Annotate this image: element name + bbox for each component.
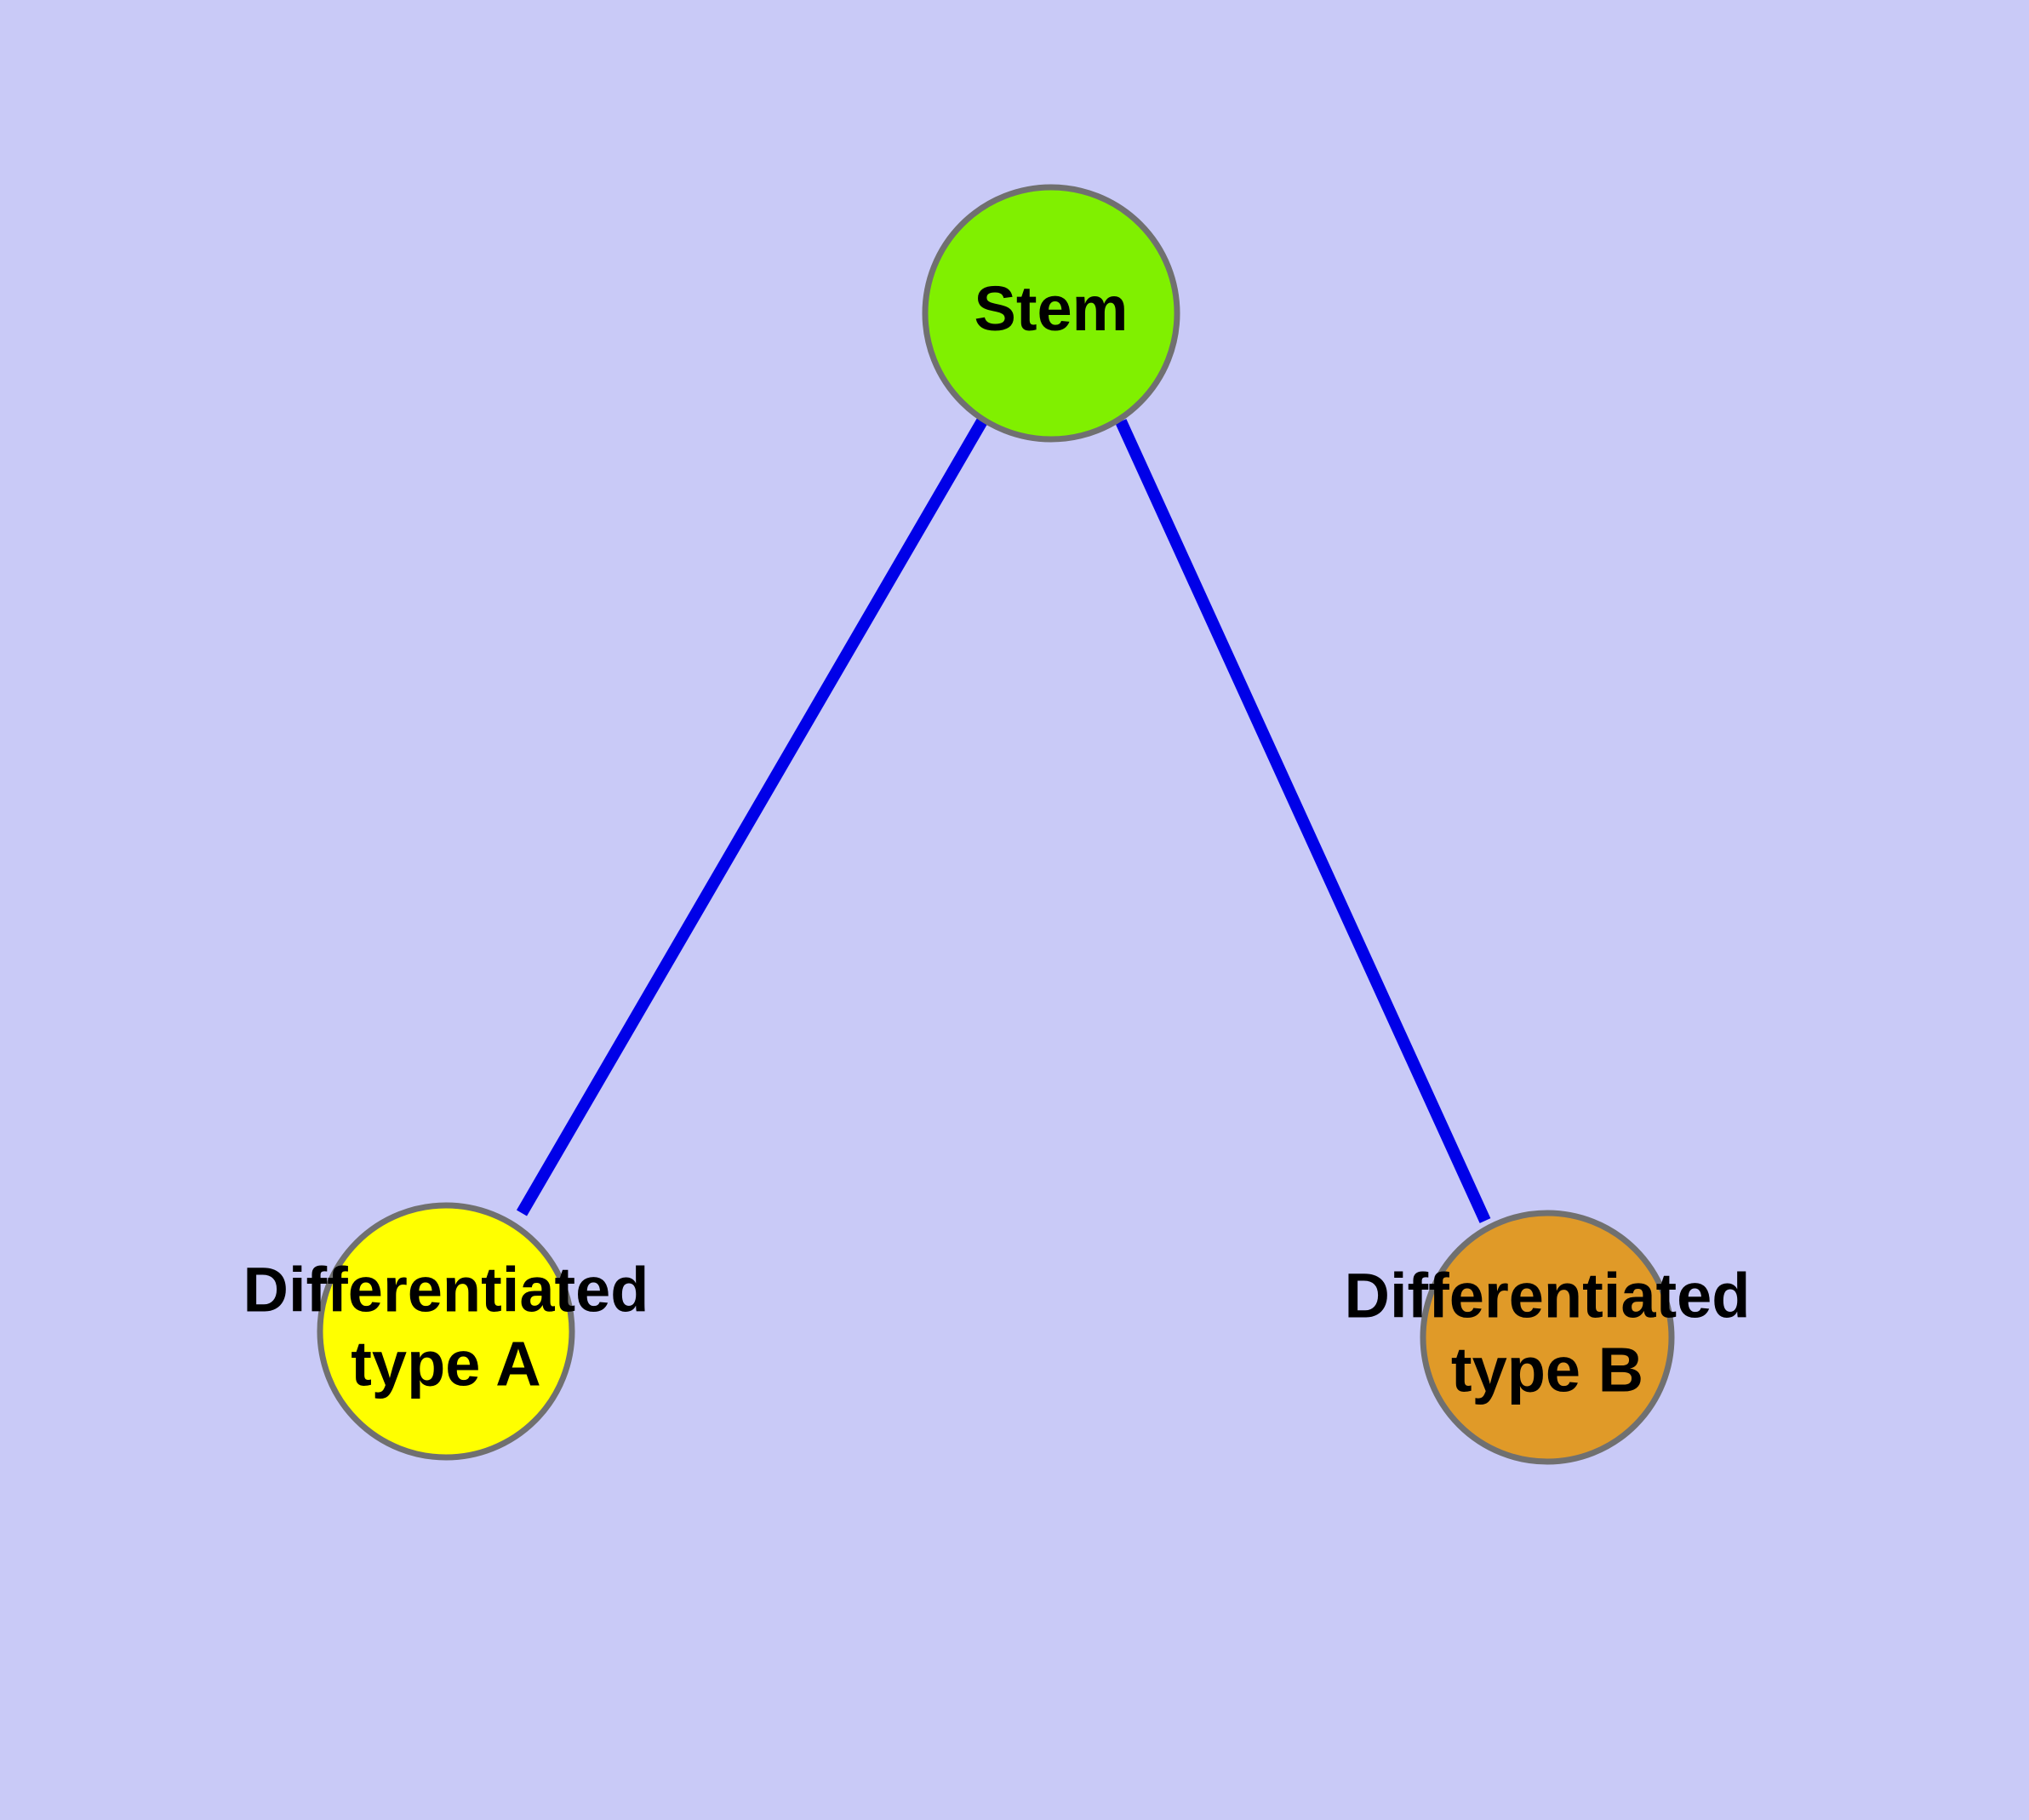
- node-circle-diff-b[interactable]: [1420, 1210, 1675, 1465]
- node-circle-stem[interactable]: [922, 184, 1180, 443]
- node-label-line: Differentiated: [1345, 1260, 1751, 1331]
- edge-stem-to-diff-b[interactable]: [1115, 419, 1491, 1223]
- edge-stem-to-diff-a[interactable]: [516, 416, 989, 1216]
- node-label-line: type B: [1451, 1334, 1643, 1405]
- node-label-line: type A: [351, 1328, 540, 1399]
- node-label-line: Differentiated: [243, 1254, 649, 1325]
- edges-layer: [516, 416, 1491, 1223]
- nodes-layer: [317, 184, 1675, 1465]
- node-circle-diff-a[interactable]: [317, 1202, 575, 1461]
- node-label-stem: Stem: [974, 273, 1129, 344]
- node-label-line: Stem: [974, 273, 1129, 344]
